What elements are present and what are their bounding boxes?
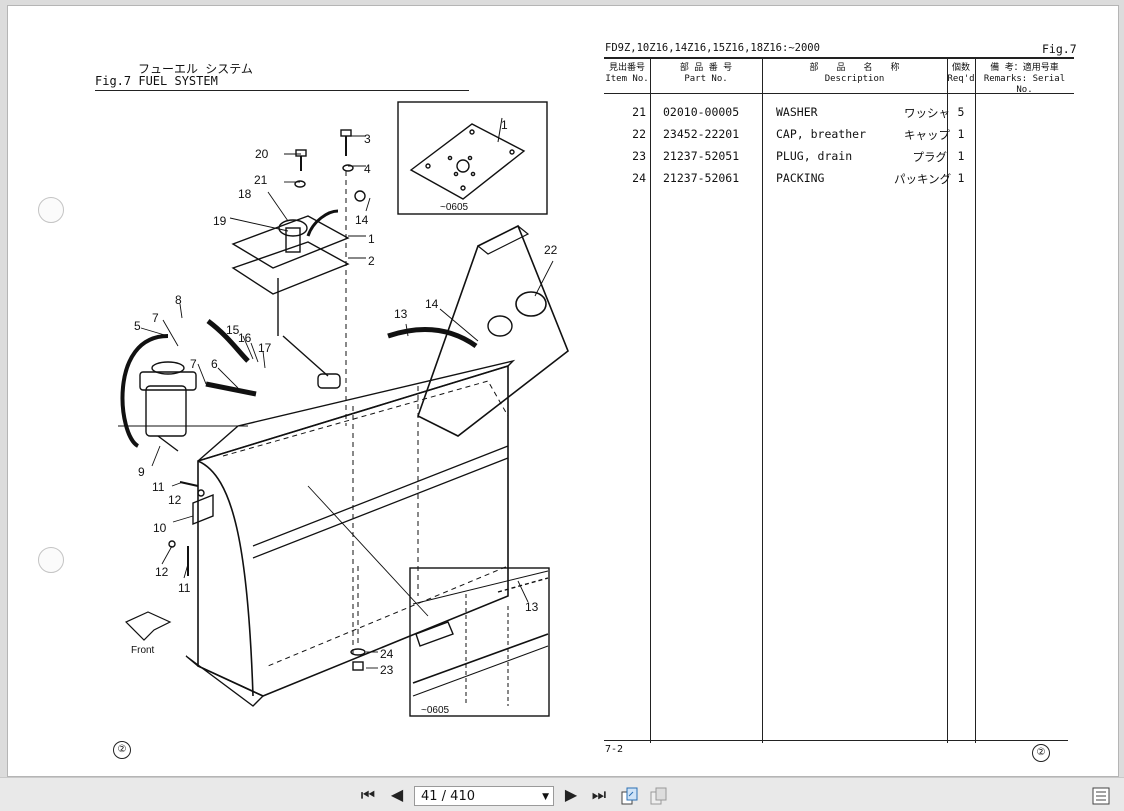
callout: 22: [544, 243, 558, 257]
sheet-mark-left: ②: [113, 741, 131, 759]
sidebar-toggle-icon[interactable]: [1090, 778, 1112, 811]
callout: 14: [425, 297, 439, 311]
chevron-down-icon: ▼: [542, 792, 549, 802]
figure-title-jp: フューエル システム: [138, 62, 253, 76]
page-display: 41 / 410: [421, 789, 475, 804]
callout: 20: [255, 147, 269, 161]
callout: 12: [155, 565, 169, 579]
callout: 2: [368, 254, 375, 268]
callout: 13: [525, 600, 539, 614]
figure-title-rule: [95, 90, 469, 91]
callout: 1: [368, 232, 375, 246]
copy-pages-icon[interactable]: [619, 778, 641, 811]
sheet-mark-right: ②: [1032, 744, 1050, 762]
inset-note: ~0605: [440, 202, 469, 213]
callout: 23: [380, 663, 394, 677]
paste-pages-icon[interactable]: [648, 778, 670, 811]
model-line: FD9Z,10Z16,14Z16,15Z16,18Z16:~2000: [605, 42, 820, 54]
prev-page-icon[interactable]: ◀: [390, 785, 404, 804]
hole-punch-top: [38, 197, 64, 223]
callout: 12: [168, 493, 182, 507]
callout: 11: [178, 581, 191, 595]
callout: 1: [501, 118, 508, 132]
callout: 7: [152, 311, 159, 325]
callout: 17: [258, 341, 272, 355]
first-page-icon[interactable]: ⏮: [360, 785, 376, 804]
figure-title-en: Fig.7 FUEL SYSTEM: [95, 74, 218, 88]
callout: 8: [175, 293, 182, 307]
document-page: フューエル システム Fig.7 FUEL SYSTEM: [7, 5, 1119, 777]
callout: 15: [226, 323, 240, 337]
callout: 3: [364, 132, 371, 146]
fig-number: Fig.7: [1042, 42, 1077, 56]
callout: 4: [364, 162, 371, 176]
hole-punch-bottom: [38, 547, 64, 573]
pdf-viewer-toolbar: ⏮ ◀ 41 / 410 ▼ ▶ ⏭: [0, 777, 1124, 811]
page-select[interactable]: 41 / 410 ▼: [414, 786, 554, 806]
fuel-system-exploded-drawing: 1 1 2 3 4 5 6 7 7 8 9 10 11 11 12 12 13 …: [118, 101, 569, 717]
front-arrow-icon: [124, 611, 172, 641]
callout: 11: [152, 480, 165, 494]
last-page-icon[interactable]: ⏭: [591, 785, 607, 804]
callout: 10: [153, 521, 167, 535]
callout: 13: [394, 307, 408, 321]
callout: 7: [190, 357, 197, 371]
callout: 5: [134, 319, 141, 333]
inset-note: ~0605: [421, 705, 450, 716]
page-code: 7-2: [605, 744, 624, 755]
next-page-icon[interactable]: ▶: [564, 785, 578, 804]
callout: 18: [238, 187, 252, 201]
callout: 16: [238, 331, 252, 345]
footer-rule: [604, 740, 1068, 741]
callout: 6: [211, 357, 218, 371]
callout: 19: [213, 214, 227, 228]
callout: 24: [380, 647, 394, 661]
front-label: Front: [131, 645, 155, 656]
callout: 9: [138, 465, 145, 479]
callout: 21: [254, 173, 268, 187]
callout: 14: [355, 213, 369, 227]
